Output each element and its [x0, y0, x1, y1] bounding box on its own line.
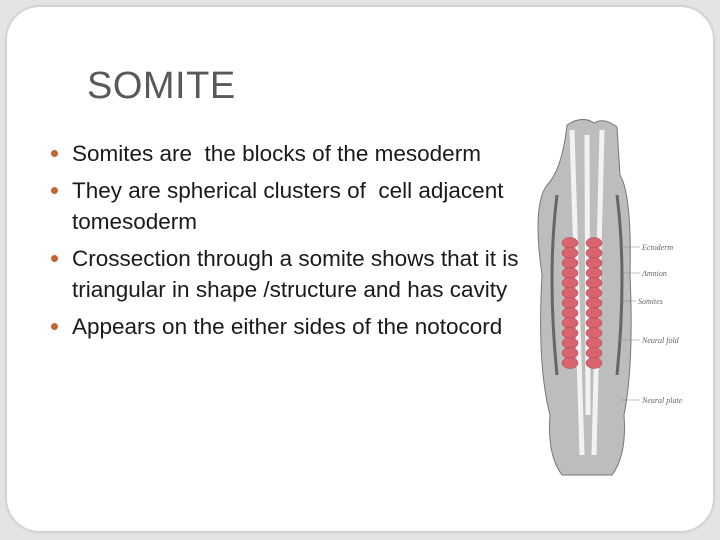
somite — [561, 237, 579, 249]
somite — [561, 317, 579, 329]
bullet-dot-icon — [51, 187, 58, 194]
somite — [561, 257, 579, 269]
slide: SOMITE Somites are the blocks of the mes… — [6, 6, 714, 532]
somite — [585, 327, 603, 339]
somite-blocks — [561, 237, 603, 369]
somite — [585, 257, 603, 269]
somite — [561, 267, 579, 279]
bullet-item: Crossection through a somite shows that … — [49, 243, 519, 305]
bullet-dot-icon — [51, 150, 58, 157]
somite — [561, 337, 579, 349]
somite — [561, 247, 579, 259]
somite — [561, 277, 579, 289]
somite — [561, 307, 579, 319]
bullet-list: Somites are the blocks of the mesoderm T… — [49, 138, 519, 348]
somite — [561, 357, 579, 369]
embryo-illustration: Ectoderm Amnion Somites Neural fold Neur… — [537, 119, 683, 476]
somite — [585, 337, 603, 349]
figure-label: Neural fold — [641, 336, 680, 345]
somite — [585, 357, 603, 369]
somite — [561, 287, 579, 299]
somite — [561, 297, 579, 309]
bullet-dot-icon — [51, 255, 58, 262]
somite — [561, 347, 579, 359]
figure-label: Amnion — [641, 269, 667, 278]
somite — [585, 267, 603, 279]
figure-label: Neural plate — [641, 396, 683, 405]
figure-label: Somites — [638, 297, 663, 306]
somite — [585, 247, 603, 259]
somite — [585, 277, 603, 289]
bullet-item: They are spherical clusters of cell adja… — [49, 175, 519, 237]
figure-label: Ectoderm — [641, 243, 673, 252]
somite — [585, 347, 603, 359]
slide-title: SOMITE — [87, 65, 236, 107]
somite — [585, 237, 603, 249]
somite — [561, 327, 579, 339]
somite — [585, 297, 603, 309]
somite — [585, 317, 603, 329]
somite — [585, 307, 603, 319]
somite — [585, 287, 603, 299]
bullet-item: Somites are the blocks of the mesoderm — [49, 138, 519, 169]
bullet-item: Appears on the either sides of the notoc… — [49, 311, 519, 342]
bullet-dot-icon — [51, 323, 58, 330]
